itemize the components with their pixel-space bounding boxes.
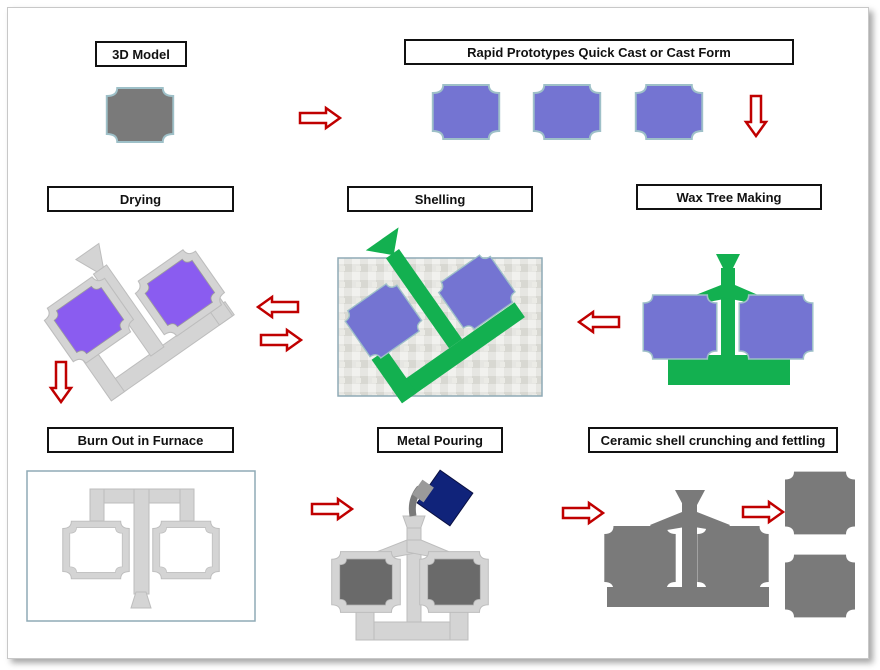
arrow-right-icon (298, 106, 342, 130)
arrow-right-icon (561, 501, 605, 525)
label-shelling: Shelling (347, 186, 533, 212)
arrow-right-icon (741, 500, 785, 524)
finished-part (785, 471, 855, 535)
3d-model-part (105, 87, 175, 143)
arrow-down-icon (744, 94, 768, 138)
arrow-down-icon (49, 360, 73, 404)
drying-illustration (39, 242, 235, 402)
label-3d-model: 3D Model (95, 41, 187, 67)
label-metal-pouring: Metal Pouring (377, 427, 503, 453)
casting-illustration (604, 471, 855, 618)
arrow-right-icon (259, 328, 303, 352)
finished-part (785, 554, 855, 618)
label-ceramic-shell: Ceramic shell crunching and fettling (588, 427, 838, 453)
shelling-illustration (337, 227, 543, 404)
wax-tree-illustration (642, 254, 814, 385)
arrow-right-icon (310, 497, 354, 521)
label-drying: Drying (47, 186, 234, 212)
label-wax-tree-making: Wax Tree Making (636, 184, 822, 210)
metal-pouring-illustration (331, 469, 489, 641)
label-rapid-prototypes: Rapid Prototypes Quick Cast or Cast Form (404, 39, 794, 65)
arrow-left-icon (256, 295, 300, 319)
arrow-left-icon (577, 310, 621, 334)
prototype-parts (431, 84, 704, 140)
label-burn-out-in-furnace: Burn Out in Furnace (47, 427, 234, 453)
burn-out-illustration (26, 470, 256, 622)
